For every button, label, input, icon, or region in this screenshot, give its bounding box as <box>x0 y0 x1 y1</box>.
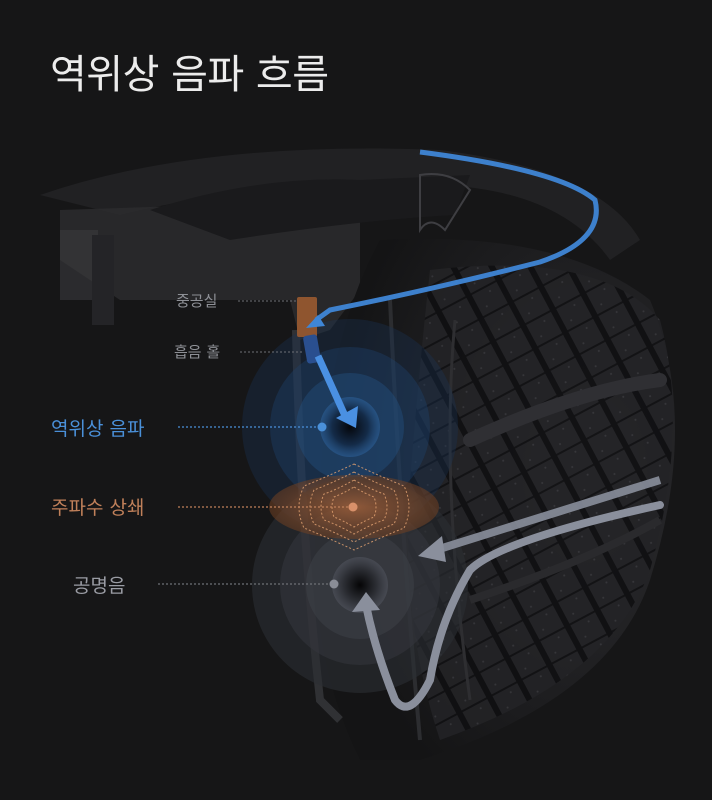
label-resonance-noise: 공명음 <box>73 575 126 597</box>
page-title: 역위상 음파 흐름 <box>50 52 329 98</box>
anti-phase-wave-rings <box>242 319 458 535</box>
label-anti-phase-wave: 역위상 음파 <box>51 418 145 440</box>
absorption-hole-shape <box>303 334 321 364</box>
label-frequency-cancel: 주파수 상쇄 <box>51 497 145 519</box>
frequency-cancel-dot <box>348 502 358 512</box>
label-hollow-chamber: 중공실 <box>176 292 218 310</box>
resonance-dot <box>329 579 339 589</box>
grey-flow-arrow <box>352 476 664 711</box>
label-absorption-hole: 흡음 홀 <box>174 343 221 361</box>
hollow-chamber-shape <box>297 297 317 337</box>
anti-phase-dot <box>317 422 327 432</box>
blue-flow-arrow <box>306 149 599 428</box>
